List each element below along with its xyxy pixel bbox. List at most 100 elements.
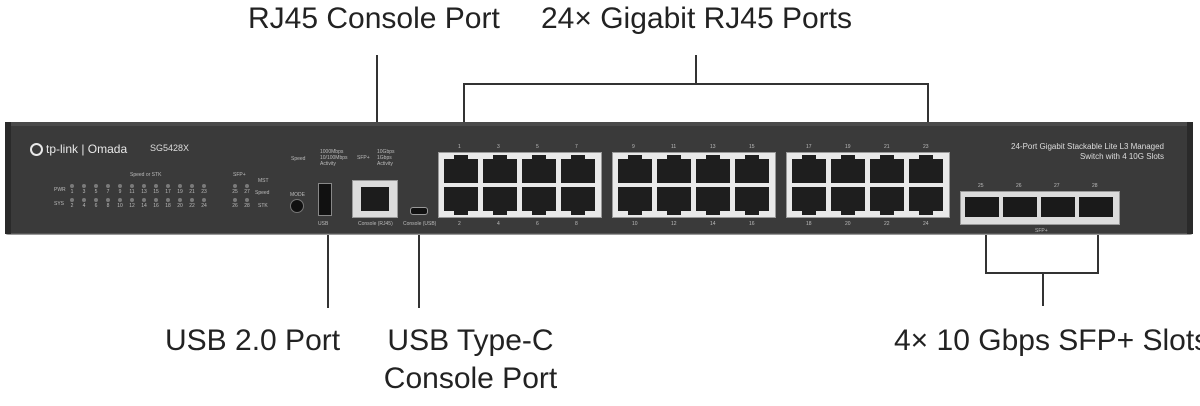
sfp-number: 27 bbox=[1054, 183, 1060, 189]
console-jack bbox=[361, 187, 389, 211]
sfp-slot-26[interactable] bbox=[1003, 197, 1037, 217]
rj45-port-22[interactable] bbox=[870, 187, 904, 215]
port-number: 19 bbox=[845, 144, 851, 150]
rj45-port-13[interactable] bbox=[696, 155, 730, 183]
legend-1000: 1000Mbps bbox=[320, 149, 344, 155]
rj45-port-24[interactable] bbox=[909, 187, 943, 215]
led-dot bbox=[94, 184, 98, 188]
port-number: 11 bbox=[671, 144, 677, 150]
legend-sfp: SFP+ bbox=[357, 155, 370, 161]
chassis-top-edge bbox=[5, 122, 1193, 126]
led-number: 14 bbox=[141, 203, 147, 209]
rj45-port-5[interactable] bbox=[522, 155, 556, 183]
port-led: 20 bbox=[174, 198, 186, 210]
led-number: 26 bbox=[232, 203, 238, 209]
led-dot bbox=[106, 198, 110, 202]
port-number: 1 bbox=[458, 144, 461, 150]
port-led: 23 bbox=[198, 184, 210, 196]
led-dot bbox=[233, 198, 237, 202]
led-number: 21 bbox=[189, 189, 195, 195]
port-number: 17 bbox=[806, 144, 812, 150]
rj45-port-14[interactable] bbox=[696, 187, 730, 215]
port-number: 7 bbox=[575, 144, 578, 150]
port-led: 25 bbox=[229, 184, 241, 196]
legend-speed: Speed bbox=[291, 156, 306, 162]
sfp-number: 28 bbox=[1092, 183, 1098, 189]
led-number: 13 bbox=[141, 189, 147, 195]
led-number: 7 bbox=[106, 189, 110, 195]
rj45-port-10[interactable] bbox=[618, 187, 652, 215]
port-number: 16 bbox=[749, 221, 755, 227]
legend-activity: Activity bbox=[320, 161, 336, 167]
rj45-port-21[interactable] bbox=[870, 155, 904, 183]
brand-text: tp-link | Omada bbox=[46, 142, 128, 156]
rj45-port-2[interactable] bbox=[444, 187, 478, 215]
legend-10100: 10/100Mbps bbox=[320, 155, 348, 161]
sfp-slot-25[interactable] bbox=[965, 197, 999, 217]
leader-rj45-left bbox=[463, 83, 465, 143]
rj45-port-6[interactable] bbox=[522, 187, 556, 215]
usb-type-c-console-port[interactable] bbox=[410, 207, 428, 215]
sys-label: SYS bbox=[54, 201, 65, 207]
led-number: 22 bbox=[189, 203, 195, 209]
mode-button[interactable] bbox=[290, 199, 304, 213]
rj45-port-7[interactable] bbox=[561, 155, 595, 183]
port-led: 9 bbox=[114, 184, 126, 196]
port-number: 2 bbox=[458, 221, 461, 227]
led-dot bbox=[178, 184, 182, 188]
rj45-port-19[interactable] bbox=[831, 155, 865, 183]
rj45-port-9[interactable] bbox=[618, 155, 652, 183]
port-number: 10 bbox=[632, 221, 638, 227]
rj45-port-1[interactable] bbox=[444, 155, 478, 183]
rj45-port-16[interactable] bbox=[735, 187, 769, 215]
led-dot bbox=[94, 198, 98, 202]
led-dot bbox=[142, 198, 146, 202]
led-number: 1 bbox=[70, 189, 74, 195]
led-dot bbox=[154, 184, 158, 188]
legend-1g: 1Gbps bbox=[377, 155, 392, 161]
callout-rj45-console-port: RJ45 Console Port bbox=[248, 2, 500, 35]
port-led: 11 bbox=[126, 184, 138, 196]
rj45-console-port[interactable] bbox=[352, 180, 398, 218]
port-led: 16 bbox=[150, 198, 162, 210]
rj45-port-17[interactable] bbox=[792, 155, 826, 183]
led-dot bbox=[166, 198, 170, 202]
led-dot bbox=[233, 184, 237, 188]
led-dot bbox=[154, 198, 158, 202]
brand-logo: tp-link | Omada bbox=[30, 142, 128, 157]
rj45-port-3[interactable] bbox=[483, 155, 517, 183]
rj45-port-18[interactable] bbox=[792, 187, 826, 215]
rack-ear-left bbox=[5, 122, 11, 234]
led-dot bbox=[190, 198, 194, 202]
rj45-port-8[interactable] bbox=[561, 187, 595, 215]
led-dot bbox=[118, 198, 122, 202]
leader-sfp-left bbox=[985, 226, 987, 274]
rj45-port-12[interactable] bbox=[657, 187, 691, 215]
rj45-port-11[interactable] bbox=[657, 155, 691, 183]
speed-mode-label: Speed bbox=[255, 190, 270, 196]
led-dot bbox=[118, 184, 122, 188]
rack-ear-right bbox=[1187, 122, 1193, 234]
sfp-slot-28[interactable] bbox=[1079, 197, 1113, 217]
sfp-slot-27[interactable] bbox=[1041, 197, 1075, 217]
port-led: 24 bbox=[198, 198, 210, 210]
port-led: 27 bbox=[241, 184, 253, 196]
rj45-port-23[interactable] bbox=[909, 155, 943, 183]
led-number: 27 bbox=[244, 189, 250, 195]
callout-usb-type-c-line2: Console Port bbox=[383, 361, 558, 395]
led-number: 9 bbox=[118, 189, 122, 195]
port-number: 21 bbox=[884, 144, 890, 150]
port-led: 28 bbox=[241, 198, 253, 210]
led-number: 18 bbox=[165, 203, 171, 209]
rj45-port-20[interactable] bbox=[831, 187, 865, 215]
rj45-port-15[interactable] bbox=[735, 155, 769, 183]
port-number: 15 bbox=[749, 144, 755, 150]
rj45-port-4[interactable] bbox=[483, 187, 517, 215]
callout-usb-20-port: USB 2.0 Port bbox=[165, 324, 341, 357]
usb-20-port[interactable] bbox=[318, 183, 332, 216]
desc-line1: 24-Port Gigabit Stackable Lite L3 Manage… bbox=[1011, 142, 1164, 151]
sfp-label: SFP+ bbox=[1035, 228, 1048, 234]
